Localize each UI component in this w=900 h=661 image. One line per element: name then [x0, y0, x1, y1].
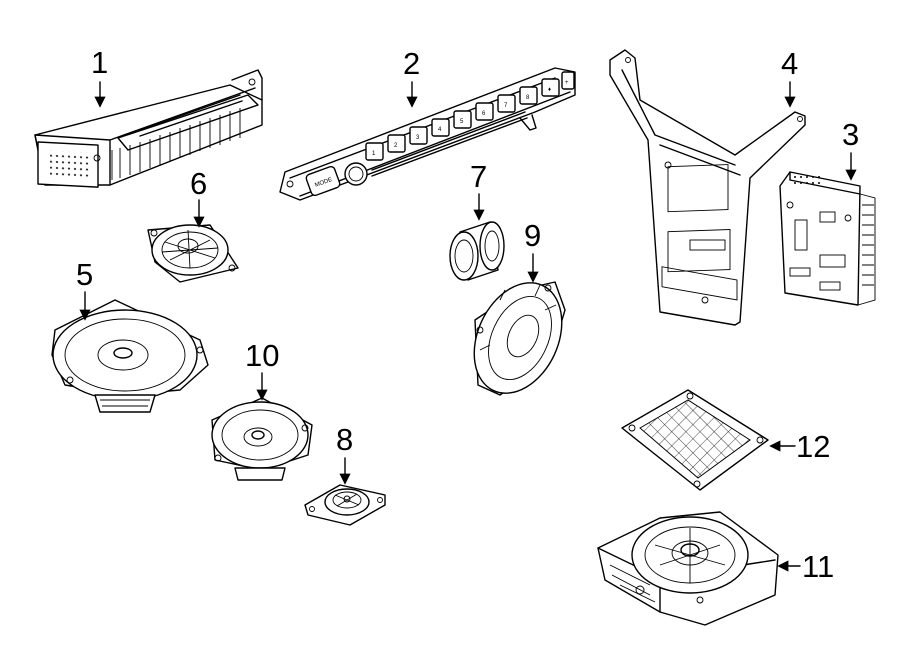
callout-7: 7 [470, 159, 487, 194]
svg-text:6: 6 [482, 111, 486, 117]
svg-text:+: + [565, 80, 569, 86]
part-1-head-unit[interactable] [34, 69, 263, 188]
part-6-small-speaker[interactable] [147, 224, 239, 283]
callout-5: 5 [76, 257, 93, 292]
callout-3: 3 [842, 117, 859, 152]
callout-1: 1 [91, 45, 108, 80]
part-12-speaker-grille[interactable] [621, 389, 769, 491]
part-5-large-speaker[interactable] [51, 299, 209, 413]
callout-10: 10 [245, 338, 279, 373]
callout-9: 9 [524, 218, 541, 253]
part-10-mid-speaker[interactable] [211, 397, 313, 481]
part-9-door-speaker[interactable] [457, 269, 579, 408]
svg-text:8: 8 [526, 95, 530, 101]
part-2-radio-control-panel[interactable]: MODE 1 2 3 4 5 6 7 8 ♦ + [279, 67, 576, 201]
svg-text:2: 2 [394, 143, 398, 149]
svg-text:4: 4 [438, 127, 442, 133]
preset-buttons[interactable]: 1 2 3 4 5 6 7 8 ♦ + [365, 71, 575, 161]
callout-8: 8 [336, 422, 353, 457]
callout-4: 4 [781, 46, 798, 81]
callout-12: 12 [796, 429, 830, 464]
svg-text:7: 7 [504, 103, 508, 109]
part-8-small-tweeter[interactable] [304, 484, 386, 526]
radio-mode-label: MODE [314, 177, 333, 189]
callout-6: 6 [190, 166, 207, 201]
svg-text:3: 3 [416, 135, 420, 141]
svg-text:♦: ♦ [548, 87, 551, 93]
part-11-subwoofer[interactable] [597, 511, 779, 626]
svg-text:5: 5 [460, 119, 464, 125]
part-3-amplifier[interactable] [779, 171, 876, 306]
part-4-bracket[interactable] [609, 49, 806, 326]
part-7-tweeter[interactable] [449, 221, 505, 281]
callout-11: 11 [802, 549, 834, 584]
callout-2: 2 [403, 46, 420, 81]
svg-text:1: 1 [372, 151, 376, 157]
